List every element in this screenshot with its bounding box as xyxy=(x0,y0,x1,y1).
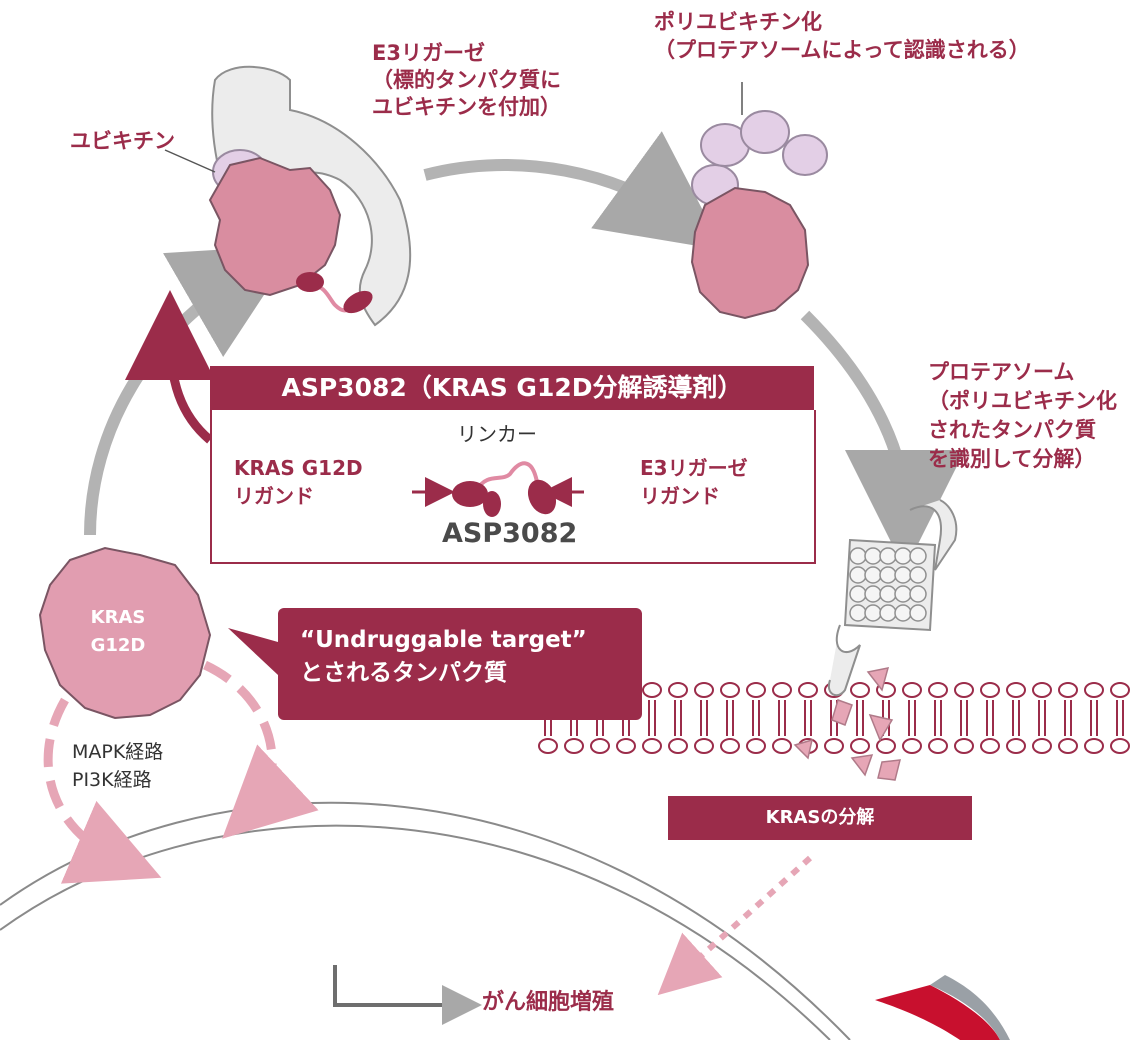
lipid-head xyxy=(928,682,948,698)
polyubiquitination-label: ポリユビキチン化 （プロテアソームによって認識される） xyxy=(654,10,1030,62)
proteasome-ring xyxy=(864,604,882,622)
lipid-head xyxy=(694,738,714,754)
lipid-head xyxy=(928,738,948,754)
proliferation-arrow xyxy=(333,965,482,1025)
cycle-arrow-right xyxy=(800,310,965,570)
drug-name-label: ASP3082 xyxy=(442,518,578,549)
lipid-head xyxy=(564,738,584,754)
drug-box-title: ASP3082（KRAS G12D分解誘導剤） xyxy=(210,366,814,410)
proteasome-ring xyxy=(909,604,927,622)
lipid-head xyxy=(772,682,792,698)
lipid-head xyxy=(1032,738,1052,754)
lipid-head xyxy=(824,738,844,754)
lipid-head xyxy=(850,682,870,698)
proteasome-ring xyxy=(849,604,867,622)
lipid-head xyxy=(668,682,688,698)
proteasome-ring xyxy=(864,566,882,584)
lipid-head xyxy=(798,682,818,698)
proteasome-ring xyxy=(909,585,927,603)
lipid-head xyxy=(772,738,792,754)
lipid-head xyxy=(1110,682,1130,698)
kras-g12d-label: KRAS G12D xyxy=(90,607,146,656)
lipid-head xyxy=(1058,738,1078,754)
drug-arrow xyxy=(125,290,216,444)
pathways-label: MAPK経路 PI3K経路 xyxy=(72,741,164,791)
lipid-head xyxy=(1032,682,1052,698)
undruggable-callout: “Undruggable target” とされるタンパク質 xyxy=(278,608,642,720)
ubiquitin-label: ユビキチン xyxy=(70,129,175,153)
lipid-head xyxy=(902,738,922,754)
proteasome-rings xyxy=(849,547,927,622)
lipid-head xyxy=(720,738,740,754)
lipid-head xyxy=(1110,738,1130,754)
lipid-head xyxy=(850,738,870,754)
proteasome-ring xyxy=(864,547,882,565)
polyubiquitinated-kras-icon xyxy=(690,186,810,320)
lipid-head xyxy=(954,682,974,698)
cancer-proliferation-label: がん細胞増殖 xyxy=(482,990,615,1015)
proteasome-ring xyxy=(894,585,912,603)
degradation-arrow xyxy=(657,855,813,996)
proteasome-ring xyxy=(894,604,912,622)
callout-pointer xyxy=(228,628,278,675)
lipid-head xyxy=(720,682,740,698)
lipid-head xyxy=(668,738,688,754)
e3-ligand-label: E3リガーゼ リガンド xyxy=(640,456,748,508)
pathway-arrow-2 xyxy=(43,697,162,884)
lipid-head xyxy=(980,738,1000,754)
asp3082-molecule-icon xyxy=(412,461,584,517)
kras-ligand-label: KRAS G12D リガンド xyxy=(234,456,363,508)
cycle-arrow-top xyxy=(423,131,724,251)
lipid-head xyxy=(694,682,714,698)
proteasome-ring xyxy=(849,547,867,565)
kras-fragments xyxy=(793,667,901,781)
lipid-head xyxy=(590,738,610,754)
lipid-head xyxy=(954,738,974,754)
drug-molecule-icon xyxy=(296,272,373,314)
lipid-head xyxy=(1006,682,1026,698)
lipid-head xyxy=(902,682,922,698)
lipid-head xyxy=(1006,738,1026,754)
proteasome-label: プロテアソーム （ポリユビキチン化 されたタンパク質 を識別して分解） xyxy=(928,360,1117,471)
drug-box: リンカー KRAS G12D リガンド E3リガーゼ リガンド ASP3082 xyxy=(210,410,816,564)
kras-degradation-banner: KRASの分解 xyxy=(668,796,972,840)
proteasome-ring xyxy=(879,547,897,565)
lipid-head xyxy=(616,738,636,754)
lipid-head xyxy=(876,738,896,754)
proteasome-ring xyxy=(849,566,867,584)
proteasome-ring xyxy=(849,585,867,603)
lipid-head xyxy=(876,682,896,698)
lipid-head xyxy=(1084,682,1104,698)
kras-g12d-icon xyxy=(38,546,212,720)
lipid-head xyxy=(642,738,662,754)
lipid-head xyxy=(1084,738,1104,754)
lipid-head xyxy=(746,682,766,698)
proteasome-ring xyxy=(879,585,897,603)
lipid-head xyxy=(980,682,1000,698)
linker-label: リンカー xyxy=(457,422,537,446)
proteasome-ring xyxy=(909,547,927,565)
lipid-head xyxy=(642,682,662,698)
proteasome-ring xyxy=(909,566,927,584)
e3-ligase-label: E3リガーゼ （標的タンパク質に ユビキチンを付加） xyxy=(372,41,561,119)
lipid-head xyxy=(1058,682,1078,698)
proteasome-ring xyxy=(879,604,897,622)
kras-protein-icon xyxy=(208,156,342,297)
proteasome-ring xyxy=(894,566,912,584)
proteasome-ring xyxy=(864,585,882,603)
logo-mark xyxy=(875,975,1010,1040)
proteasome-ring xyxy=(894,547,912,565)
pathway-arrow xyxy=(203,660,319,839)
lipid-head xyxy=(746,738,766,754)
proteasome-ring xyxy=(879,566,897,584)
ubiquitin-pointer xyxy=(164,149,216,173)
lipid-head xyxy=(538,738,558,754)
